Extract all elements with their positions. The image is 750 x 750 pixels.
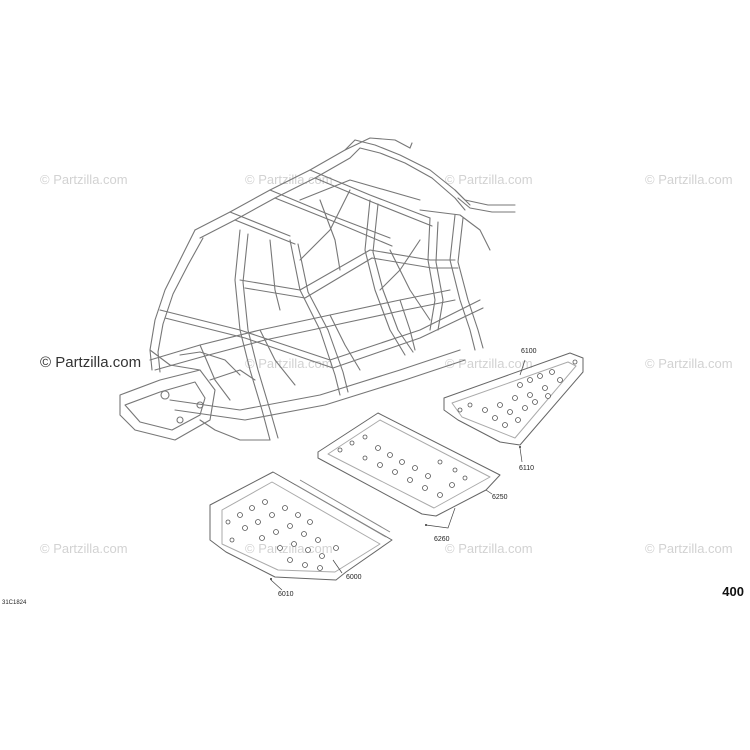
watermark: © Partzilla.com <box>245 172 333 187</box>
leader-6100 <box>519 359 526 376</box>
leader-6110 <box>519 447 523 463</box>
callout-6000: 6000 <box>346 574 362 581</box>
watermark: © Partzilla.com <box>40 541 128 556</box>
leader-6250 <box>485 489 493 495</box>
panel-6250 <box>317 412 501 517</box>
callout-6260: 6260 <box>434 536 450 543</box>
leader-6000 <box>332 559 343 574</box>
frame-cage <box>119 137 516 441</box>
watermark: © Partzilla.com <box>445 356 533 371</box>
page-number: 400 <box>722 584 744 599</box>
panel-6000 <box>209 471 393 581</box>
watermark: © Partzilla.com <box>645 356 733 371</box>
watermark: © Partzilla.com <box>645 541 733 556</box>
figure-id: 31C1824 <box>2 600 27 606</box>
main-watermark: © Partzilla.com <box>40 354 142 371</box>
watermark: © Partzilla.com <box>245 356 333 371</box>
callout-6010: 6010 <box>278 591 294 598</box>
watermark: © Partzilla.com <box>645 172 733 187</box>
watermark: © Partzilla.com <box>445 541 533 556</box>
callout-6250: 6250 <box>492 494 508 501</box>
watermark: © Partzilla.com <box>245 541 333 556</box>
callout-6100: 6100 <box>521 348 537 355</box>
watermark: © Partzilla.com <box>40 172 128 187</box>
watermark: © Partzilla.com <box>445 172 533 187</box>
panel-6100 <box>443 352 584 446</box>
leader-6010 <box>270 579 283 591</box>
callout-6110: 6110 <box>519 465 535 472</box>
leader-6260 <box>425 507 456 529</box>
